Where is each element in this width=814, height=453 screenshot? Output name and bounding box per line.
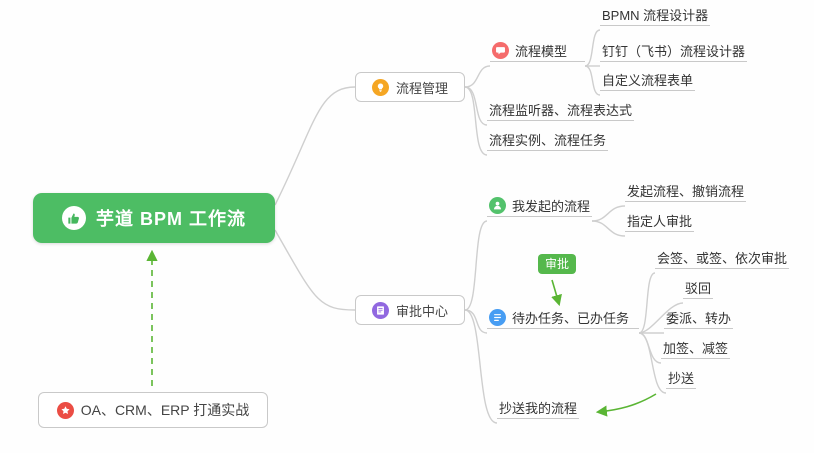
node-label: 流程模型 [515,44,568,59]
lightbulb-icon [371,78,389,96]
node-custom-form[interactable]: 自定义流程表单 [600,73,696,91]
node-label: 指定人审批 [627,214,693,229]
person-icon [489,197,506,214]
node-countersign[interactable]: 会签、或签、依次审批 [655,251,790,269]
node-label: 发起流程、撤销流程 [627,184,745,199]
node-label: OA、CRM、ERP 打通实战 [80,402,250,418]
node-label: 自定义流程表单 [602,73,694,88]
node-process-management[interactable]: 流程管理 [355,72,465,102]
node-label: 委派、转办 [666,311,732,326]
checklist-icon [489,309,506,326]
node-label: 会签、或签、依次审批 [657,251,788,266]
node-initiate-cancel[interactable]: 发起流程、撤销流程 [625,184,747,202]
root-label: 芋道 BPM 工作流 [95,209,246,229]
document-icon [371,301,389,319]
node-label: 流程实例、流程任务 [489,133,607,148]
node-todo-done[interactable]: 待办任务、已办任务 [487,309,639,329]
node-process-model[interactable]: 流程模型 [490,42,585,62]
node-my-initiated[interactable]: 我发起的流程 [487,197,592,217]
node-label: 加签、减签 [663,341,729,356]
node-assignee-approval[interactable]: 指定人审批 [625,214,695,232]
node-label: 流程监听器、流程表达式 [489,103,633,118]
node-label: 钉钉（飞书）流程设计器 [602,44,746,59]
node-cc-my-process[interactable]: 抄送我的流程 [497,401,580,419]
node-dingtalk-designer[interactable]: 钉钉（飞书）流程设计器 [600,44,748,62]
node-label: 待办任务、已办任务 [512,311,630,326]
node-listener-expression[interactable]: 流程监听器、流程表达式 [487,103,635,121]
root-node[interactable]: 芋道 BPM 工作流 [33,193,275,243]
node-label: 驳回 [685,281,712,296]
node-label: 审批中心 [395,303,448,319]
node-label: 流程管理 [395,80,448,96]
node-label: 抄送 [668,371,695,386]
chat-bubble-icon [492,42,509,59]
node-bpmn-designer[interactable]: BPMN 流程设计器 [600,8,711,26]
node-reject[interactable]: 驳回 [683,281,714,299]
node-add-remove-sign[interactable]: 加签、减签 [661,341,731,359]
node-label: BPMN 流程设计器 [602,8,709,23]
star-icon [56,401,74,419]
node-cc[interactable]: 抄送 [666,371,697,389]
relation-label-text: 审批 [545,257,570,271]
thumbs-up-icon [61,206,86,230]
relation-arrow-approval-to-todo [551,279,562,307]
node-instance-task[interactable]: 流程实例、流程任务 [487,133,609,151]
relation-label-approval[interactable]: 审批 [538,254,577,274]
relation-arrow-cc-to-ccmy [595,393,657,417]
node-label: 抄送我的流程 [499,401,578,416]
node-approval-center[interactable]: 审批中心 [355,295,465,325]
node-label: 我发起的流程 [512,199,591,214]
node-oa-crm-erp-practice[interactable]: OA、CRM、ERP 打通实战 [38,392,268,428]
node-delegate-transfer[interactable]: 委派、转办 [664,311,734,329]
